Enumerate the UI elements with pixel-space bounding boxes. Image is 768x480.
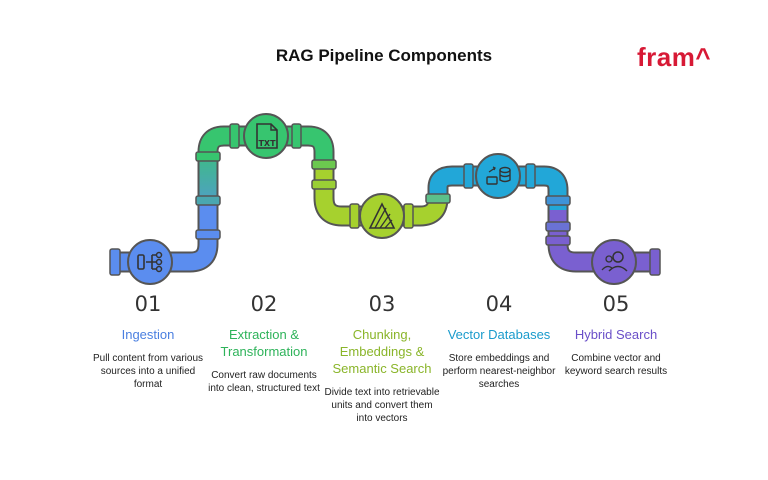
step-ingestion: 01 Ingestion Pull content from various s… xyxy=(90,292,206,391)
step-number: 05 xyxy=(602,292,630,316)
step-chunking: 03 Chunking, Embeddings & Semantic Searc… xyxy=(324,292,440,425)
step-label: Ingestion xyxy=(121,327,175,342)
step-vector-databases: 04 Vector Databases Store embeddings and… xyxy=(441,292,557,391)
hybrid-search-icon xyxy=(591,239,637,285)
page-title: RAG Pipeline Components xyxy=(275,46,493,65)
step-description: Combine vector and keyword search result… xyxy=(564,353,668,377)
step-number: 03 xyxy=(368,292,396,316)
txt-label: TXT xyxy=(258,139,276,148)
step-description: Store embeddings and perform nearest-nei… xyxy=(442,353,556,390)
ingestion-icon xyxy=(127,239,173,285)
step-number: 02 xyxy=(250,292,278,316)
step-description: Divide text into retrievable units and c… xyxy=(324,387,440,424)
step-label: Hybrid Search xyxy=(574,327,658,342)
chunking-icon xyxy=(359,193,405,239)
step-hybrid-search: 05 Hybrid Search Combine vector and keyw… xyxy=(558,292,674,378)
step-label: Vector Databases xyxy=(447,327,551,342)
step-description: Pull content from various sources into a… xyxy=(92,353,204,390)
step-number: 01 xyxy=(134,292,162,316)
database-icon xyxy=(475,153,521,199)
step-label: Extraction & Transformation xyxy=(220,327,308,359)
step-extraction: 02 Extraction & Transformation Convert r… xyxy=(206,292,322,395)
step-label: Chunking, Embeddings & Semantic Search xyxy=(332,327,432,376)
step-number: 04 xyxy=(485,292,513,316)
step-description: Convert raw documents into clean, struct… xyxy=(208,370,320,394)
brand-logo: fram^ xyxy=(637,42,712,72)
pipe-flanges xyxy=(109,123,661,276)
txt-file-icon: TXT xyxy=(243,113,289,159)
